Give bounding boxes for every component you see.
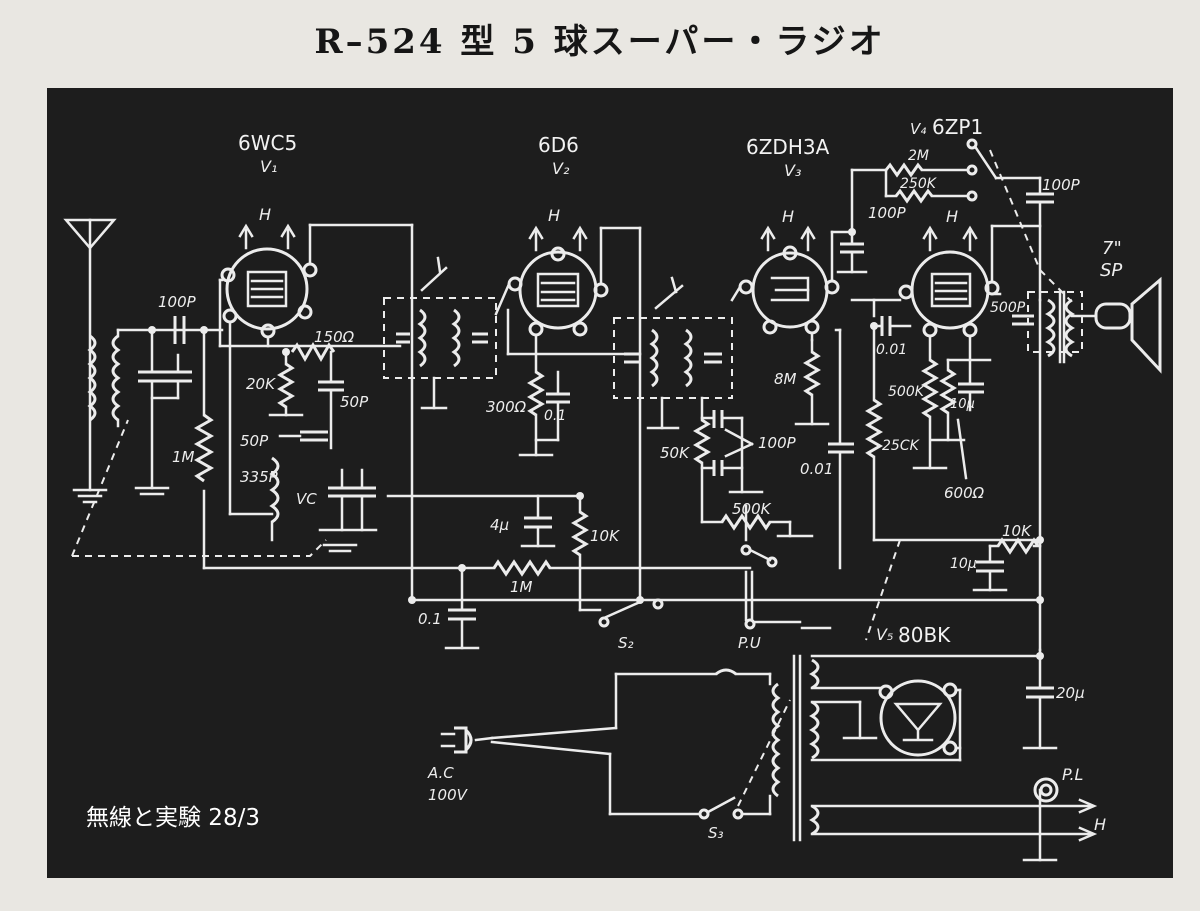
label-c-01-bus: 0.1 bbox=[418, 610, 442, 628]
tube-v2-heater: H bbox=[548, 206, 560, 225]
tube-v1-type: 6WC5 bbox=[238, 131, 297, 155]
label-r-600: 600Ω bbox=[944, 484, 985, 502]
capacitor-100p-antenna bbox=[173, 316, 186, 344]
label-r-25ck: 25CK bbox=[882, 438, 921, 454]
label-vc: VC bbox=[296, 490, 317, 508]
label-c-100p-top: 100P bbox=[1042, 176, 1081, 194]
label-c-4u: 4μ bbox=[490, 516, 509, 534]
label-speaker: SP bbox=[1100, 260, 1122, 281]
label-pickup: P.U bbox=[738, 634, 761, 652]
label-c-100p-ant: 100P bbox=[158, 293, 197, 311]
label-c-50p-b: 50P bbox=[340, 393, 369, 411]
tube-v1-ref: V₁ bbox=[260, 157, 277, 176]
if-transformer-1 bbox=[383, 256, 497, 379]
label-ac-line: A.C bbox=[427, 764, 454, 782]
label-r-250k: 250K bbox=[900, 176, 938, 192]
label-ac-voltage: 100V bbox=[428, 786, 469, 804]
antenna-symbol bbox=[63, 218, 117, 504]
label-r-1m-avc: 1M bbox=[510, 578, 533, 596]
speaker-symbol bbox=[1094, 276, 1162, 374]
label-r-10k-b: 10K bbox=[1002, 522, 1032, 540]
if-transformer-2 bbox=[613, 276, 733, 399]
tube-v2-ref: V₂ bbox=[552, 159, 570, 178]
label-r-20k: 20K bbox=[246, 375, 276, 393]
label-c-500p: 500P bbox=[990, 300, 1026, 316]
label-r-2m: 2M bbox=[908, 148, 929, 164]
label-vr-500k: 500K bbox=[732, 500, 772, 518]
label-s3: S₃ bbox=[708, 824, 724, 842]
tube-v2-type: 6D6 bbox=[538, 133, 579, 157]
label-c-20u: 20μ bbox=[1056, 684, 1085, 702]
tube-v4-type: 6ZP1 bbox=[932, 115, 983, 139]
label-c-01-v2: 0.1 bbox=[544, 408, 566, 424]
label-c-10u-f: 10μ bbox=[950, 556, 977, 572]
antenna-coil bbox=[87, 328, 121, 428]
tube-v5 bbox=[878, 679, 958, 757]
tube-v3 bbox=[738, 225, 840, 335]
label-r-10k-a: 10K bbox=[590, 527, 620, 545]
label-c-100p-det: 100P bbox=[758, 434, 797, 452]
label-r-8m: 8M bbox=[774, 370, 797, 388]
label-c-100p-v3: 100P bbox=[868, 204, 907, 222]
tube-v1 bbox=[220, 223, 318, 339]
antenna-tuning-capacitor bbox=[134, 328, 192, 496]
label-s2: S₂ bbox=[618, 634, 634, 652]
label-r-50k: 50K bbox=[660, 444, 690, 462]
schematic-diagram: 6WC5 V₁ H 100P bbox=[63, 115, 1162, 862]
tube-v5-type: 80BK bbox=[898, 623, 951, 647]
label-c-335p: 335P bbox=[240, 468, 279, 486]
tube-v4-heater: H bbox=[946, 207, 958, 226]
source-caption: 無線と実験 28/3 bbox=[86, 805, 260, 831]
label-c-001-v3: 0.01 bbox=[800, 460, 833, 478]
label-r-300: 300Ω bbox=[486, 398, 527, 416]
power-transformer bbox=[771, 654, 820, 842]
tube-v3-type: 6ZDH3A bbox=[746, 135, 830, 159]
label-c-001-v4: 0.01 bbox=[876, 342, 907, 358]
label-r-1m-grid: 1M bbox=[172, 448, 195, 466]
tube-v5-ref: V₅ bbox=[876, 625, 893, 644]
schematic-board: 6WC5 V₁ H 100P bbox=[47, 88, 1173, 878]
page-title: R–524 型 5 球スーパー・ラジオ bbox=[314, 22, 886, 62]
label-r-150: 150Ω bbox=[314, 328, 355, 346]
tube-v4-ref: V₄ bbox=[910, 120, 926, 138]
label-c-50p-a: 50P bbox=[240, 432, 269, 450]
label-r-500k-v4: 500K bbox=[888, 384, 926, 400]
tube-v1-heater: H bbox=[259, 205, 271, 224]
label-c-10u-k: 10μ bbox=[950, 397, 975, 412]
tube-v3-ref: V₃ bbox=[784, 161, 801, 180]
label-pilot-lamp: P.L bbox=[1062, 765, 1083, 784]
label-speaker-size: 7" bbox=[1102, 238, 1122, 259]
label-heater-out: H bbox=[1094, 815, 1106, 834]
tube-v2 bbox=[507, 225, 609, 337]
tube-v3-heater: H bbox=[782, 207, 794, 226]
tube-v4 bbox=[898, 225, 1000, 338]
ac-plug bbox=[440, 726, 473, 754]
